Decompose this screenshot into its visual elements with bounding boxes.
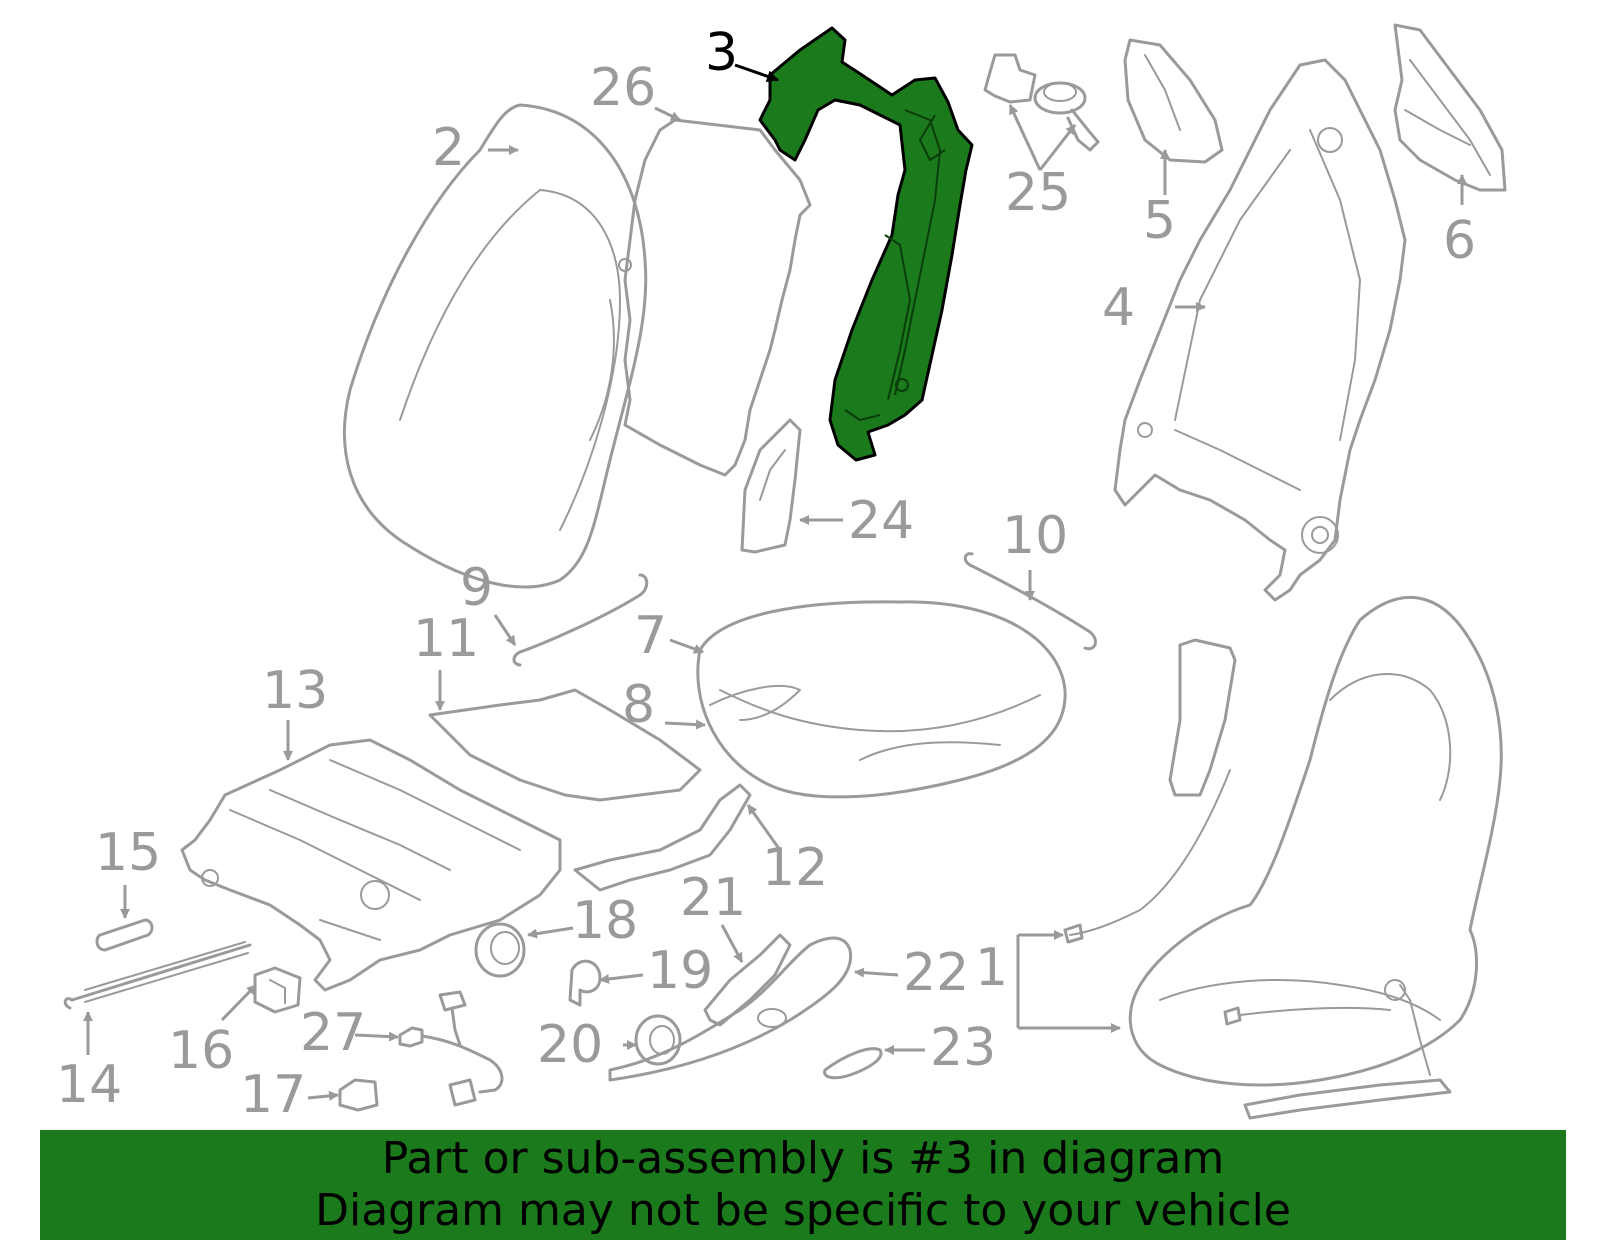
part-9-wire[interactable]: [512, 573, 649, 667]
callout-27: 27: [300, 1003, 366, 1063]
part-5-trim[interactable]: [1123, 38, 1224, 164]
leader-lines: [83, 104, 1467, 1101]
callout-15: 15: [95, 823, 161, 883]
callout-18: 18: [572, 891, 638, 951]
part-14-spring[interactable]: [63, 941, 252, 1010]
callout-3: 3: [705, 23, 738, 83]
part-12-strip[interactable]: [573, 783, 752, 892]
notice-banner: Part or sub-assembly is #3 in diagram Di…: [40, 1130, 1566, 1240]
banner-line-1: Part or sub-assembly is #3 in diagram: [381, 1133, 1225, 1184]
part-1-seat-assembly[interactable]: [1063, 596, 1503, 1120]
callout-4: 4: [1102, 278, 1135, 338]
part-23-cap[interactable]: [823, 1047, 883, 1080]
part-26-pad[interactable]: [623, 118, 812, 477]
part-24-panel[interactable]: [740, 418, 802, 554]
callout-5: 5: [1143, 191, 1176, 251]
callout-14: 14: [56, 1055, 122, 1115]
part-22-shield[interactable]: [608, 936, 853, 1082]
part-11-mat[interactable]: [428, 688, 702, 802]
callout-26: 26: [590, 58, 656, 118]
callout-19: 19: [647, 941, 713, 1001]
callout-22: 22: [903, 943, 969, 1003]
part-18-knob[interactable]: [474, 922, 526, 978]
part-7-cushion[interactable]: [696, 600, 1067, 799]
callout-11: 11: [413, 609, 479, 669]
part-6-bracket[interactable]: [1393, 23, 1507, 192]
part-17-connector[interactable]: [338, 1078, 379, 1112]
part-3-highlighted[interactable]: [758, 26, 974, 462]
callout-17: 17: [240, 1065, 306, 1125]
callout-12: 12: [762, 838, 828, 898]
callout-1: 1: [975, 938, 1008, 998]
callout-13: 13: [262, 661, 328, 721]
part-20-knob[interactable]: [634, 1014, 682, 1066]
callout-9: 9: [460, 558, 493, 618]
callout-6: 6: [1443, 211, 1476, 271]
part-19-clip[interactable]: [568, 959, 602, 1007]
callout-10: 10: [1002, 506, 1068, 566]
callout-8: 8: [622, 675, 655, 735]
part-15-pin[interactable]: [95, 918, 154, 952]
part-4-frame[interactable]: [1113, 58, 1407, 602]
part-25-clips[interactable]: [983, 53, 1100, 152]
part-2-seatback-cover[interactable]: [343, 103, 648, 589]
callout-21: 21: [680, 868, 746, 928]
callout-labels: 2 26 3 25 5 6 4 24 10 9 7 11 13 8 15 12 …: [56, 23, 1476, 1125]
callout-7: 7: [634, 606, 667, 666]
callout-2: 2: [432, 118, 465, 178]
part-21-strip[interactable]: [703, 933, 792, 1027]
part-27-harness[interactable]: [398, 990, 504, 1107]
part-8-cushion-edge[interactable]: [709, 684, 801, 721]
part-10-wire[interactable]: [963, 552, 1097, 651]
part-16-block[interactable]: [253, 966, 302, 1014]
callout-23: 23: [930, 1018, 996, 1078]
callout-24: 24: [848, 491, 914, 551]
part-13-frame[interactable]: [180, 738, 562, 992]
callout-20: 20: [537, 1015, 603, 1075]
leader-line-3: [734, 63, 779, 83]
banner-line-2: Diagram may not be specific to your vehi…: [315, 1185, 1291, 1236]
callout-25: 25: [1005, 163, 1071, 223]
callout-16: 16: [168, 1021, 234, 1081]
